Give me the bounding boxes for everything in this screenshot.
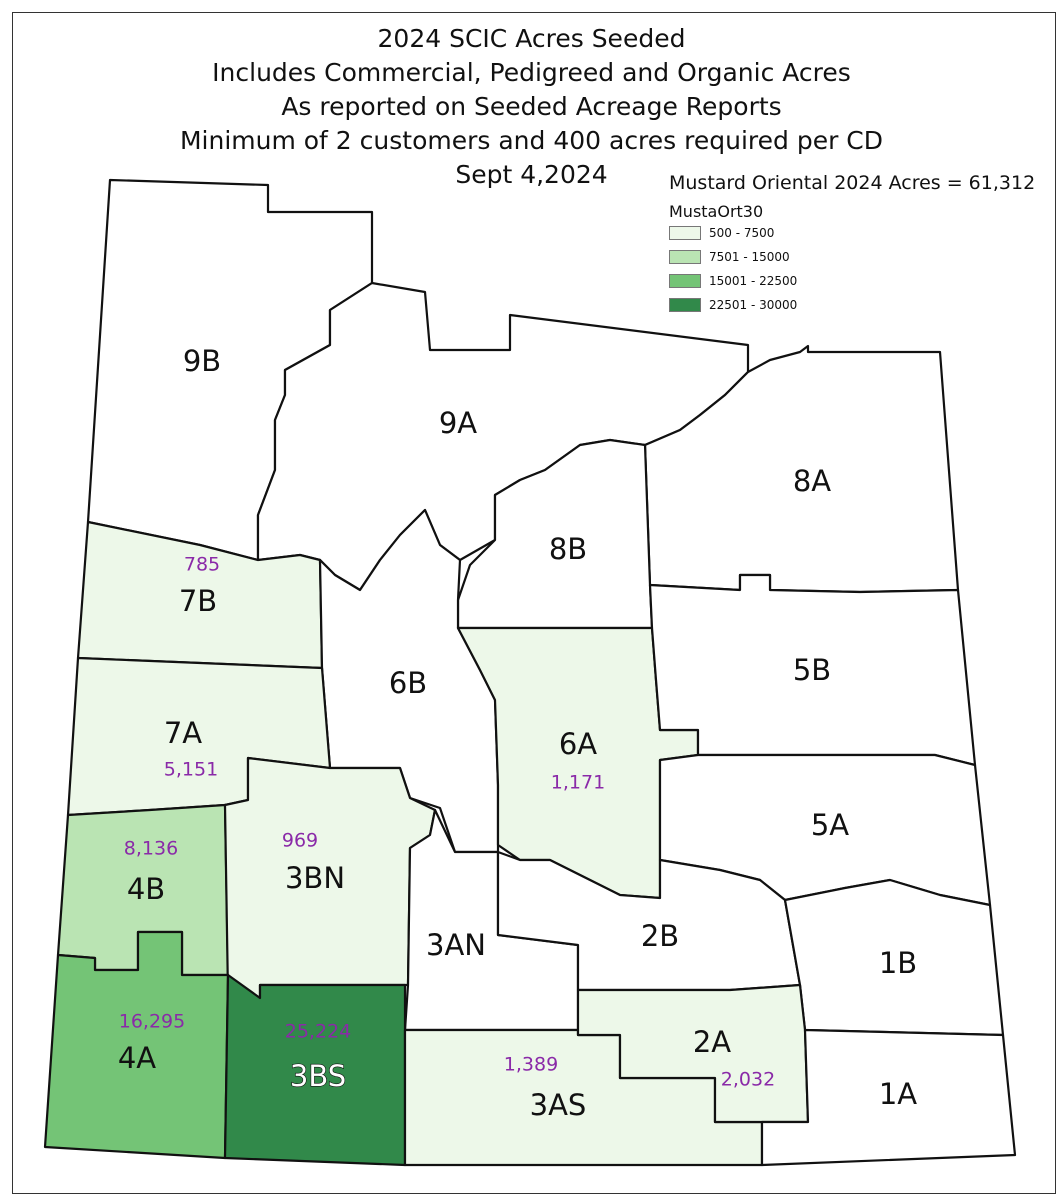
region-label-3an: 3AN <box>426 928 486 962</box>
region-label-8b: 8B <box>549 532 587 566</box>
region-label-2a: 2A <box>693 1025 731 1059</box>
legend-classes: 500 - 7500 7501 - 15000 15001 - 22500 22501… <box>669 221 1049 317</box>
region-label-2b: 2B <box>641 919 679 953</box>
region-value-4b: 8,136 <box>124 838 178 860</box>
legend-title: Mustard Oriental 2024 Acres = 61,312 <box>669 172 1036 194</box>
region-label-3as: 3AS <box>530 1088 587 1122</box>
region-4a <box>43 930 230 1160</box>
region-3bs <box>223 973 407 1167</box>
map-title: 2024 SCIC Acres Seeded Includes Commerci… <box>0 22 1063 192</box>
region-label-5b: 5B <box>793 653 831 687</box>
region-value-3as: 1,389 <box>504 1054 558 1076</box>
legend-class-1: 7501 - 15000 <box>669 245 1049 269</box>
title-line-5: Sept 4,2024 <box>455 160 608 189</box>
legend-swatch <box>669 274 701 288</box>
region-label-6b: 6B <box>389 666 427 700</box>
region-2b <box>496 850 802 992</box>
region-value-6a: 1,171 <box>551 772 605 794</box>
legend-class-2: 15001 - 22500 <box>669 269 1049 293</box>
title-line-3: As reported on Seeded Acreage Reports <box>281 92 782 121</box>
region-label-1b: 1B <box>879 946 917 980</box>
region-2a <box>576 983 810 1124</box>
region-value-3bn: 969 <box>282 830 318 852</box>
legend-swatch <box>669 298 701 312</box>
region-label-7b: 7B <box>179 584 217 618</box>
region-label-3bs: 3BS <box>290 1059 346 1093</box>
region-label-3bn: 3BN <box>285 861 345 895</box>
region-value-3bs: 25,224 <box>285 1021 351 1043</box>
region-label-1a: 1A <box>879 1077 917 1111</box>
legend-label: 15001 - 22500 <box>709 274 798 288</box>
region-label-6a: 6A <box>559 727 597 761</box>
region-label-9a: 9A <box>439 406 477 440</box>
title-line-4: Minimum of 2 customers and 400 acres req… <box>179 126 884 155</box>
region-value-2a: 2,032 <box>721 1069 775 1091</box>
legend-label: 7501 - 15000 <box>709 250 790 264</box>
region-value-7b: 785 <box>184 554 220 576</box>
region-label-5a: 5A <box>811 808 849 842</box>
legend: Mustard Oriental 2024 Acres = 61,312 Mus… <box>669 172 1049 317</box>
region-label-4b: 4B <box>127 872 165 906</box>
legend-label: 22501 - 30000 <box>709 298 798 312</box>
region-label-4a: 4A <box>118 1041 156 1075</box>
legend-label: 500 - 7500 <box>709 226 775 240</box>
region-label-8a: 8A <box>793 464 831 498</box>
region-label-9b: 9B <box>183 344 221 378</box>
title-line-2: Includes Commercial, Pedigreed and Organ… <box>212 58 851 87</box>
legend-class-3: 22501 - 30000 <box>669 293 1049 317</box>
legend-class-0: 500 - 7500 <box>669 221 1049 245</box>
region-value-7a: 5,151 <box>164 759 218 781</box>
legend-swatch <box>669 226 701 240</box>
region-1a <box>760 1028 1017 1167</box>
legend-swatch <box>669 250 701 264</box>
region-value-4a: 16,295 <box>119 1011 185 1033</box>
legend-field-name: MustaOrt30 <box>669 202 764 221</box>
region-label-7a: 7A <box>164 716 202 750</box>
title-line-1: 2024 SCIC Acres Seeded <box>377 24 686 53</box>
